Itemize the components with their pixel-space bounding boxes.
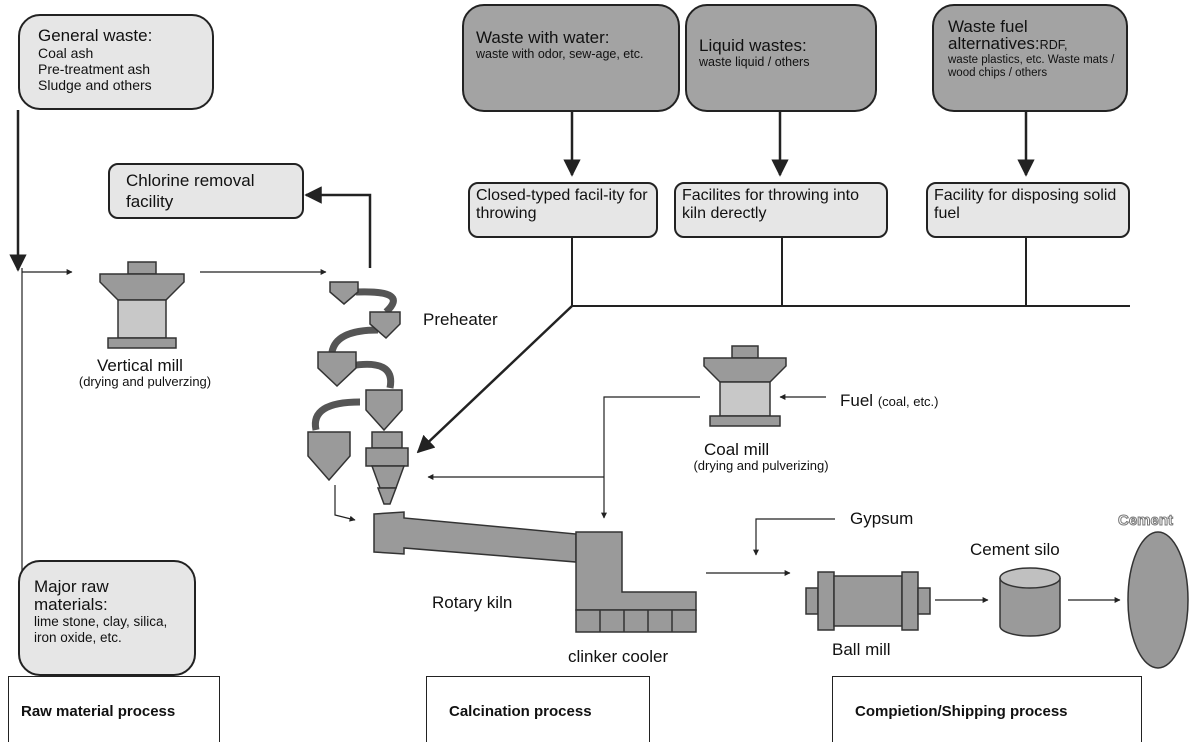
major-raw-materials-box: Major raw materials: lime stone, clay, s… [18,560,196,676]
coal-mill-graphic [703,345,787,427]
general-waste-item: Pre-treatment ash [38,61,151,77]
waste-fuel-title-suffix: RDF, [1039,38,1068,52]
arrow-waste-to-kiln [416,305,573,454]
liquid-wastes-title: Liquid wastes: [699,36,807,55]
vertical-mill-graphic [99,261,185,349]
flow-connectors [9,110,1130,603]
waste-with-water-detail: waste with odor, sew-age, etc. [476,47,644,61]
raw-material-process-label: Raw material process [8,676,220,742]
fuel-label-text: Fuel [840,391,874,410]
chlorine-removal-facility: Chlorine removal facility [108,163,304,219]
general-waste-title: General waste: [38,26,153,45]
vertical-mill-label: Vertical mill [97,356,183,375]
coal-mill-sublabel: (drying and pulverizing) [693,458,829,473]
major-raw-items: lime stone, clay, silica, iron oxide, et… [34,614,168,645]
waste-fuel-box: Waste fuel alternatives:RDF, waste plast… [932,4,1128,112]
preheater-graphic [307,281,409,505]
ball-mill-label: Ball mill [832,640,891,659]
ball-mill-graphic [805,571,931,631]
connector-coal-mill-feed [601,396,700,519]
closed-typed-facility: Closed-typed facil-ity for throwing [468,182,658,238]
general-waste-box: General waste: Coal ash Pre-treatment as… [18,14,214,110]
major-raw-title-1: Major raw [34,577,109,596]
waste-fuel-title-2-text: alternatives: [948,34,1040,53]
solid-fuel-facility: Facility for disposing solid fuel [926,182,1130,238]
preheater-label: Preheater [423,310,498,329]
gypsum-label: Gypsum [850,509,914,528]
waste-fuel-title-1: Waste fuel [948,17,1028,36]
arrow-gypsum-in [753,518,835,556]
waste-fuel-title-2: alternatives:RDF, [948,35,1118,54]
vertical-mill-sublabel: (drying and pulverzing) [78,374,212,389]
waste-with-water-box: Waste with water: waste with odor, sew-a… [462,4,680,112]
cement-label: Cement [1117,512,1174,530]
clinker-cooler-label: clinker cooler [568,647,669,666]
cement-silo-graphic [999,567,1061,637]
major-raw-title-2: materials: [34,595,108,614]
rotary-kiln-graphic [373,511,577,563]
fuel-label-sub: (coal, etc.) [877,394,939,409]
general-waste-item: Sludge and others [38,77,152,93]
general-waste-item: Coal ash [38,45,94,61]
waste-with-water-title: Waste with water: [476,28,610,47]
coal-mill-label: Coal mill [704,440,770,459]
liquid-wastes-detail: waste liquid / others [699,55,810,69]
clinker-cooler-graphic [575,531,697,633]
arrow-preheater-bypass [334,485,356,522]
cement-silo-label: Cement silo [970,540,1060,559]
kiln-direct-facility: Facilites for throwing into kiln derectl… [674,182,888,238]
waste-fuel-detail: waste plastics, etc. Waste mats / wood c… [948,54,1115,79]
fuel-label: Fuel (coal, etc.) [840,391,939,412]
liquid-wastes-box: Liquid wastes: waste liquid / others [685,4,877,112]
completion-shipping-process-label: Compietion/Shipping process [832,676,1142,742]
rotary-kiln-label: Rotary kiln [432,593,513,612]
cement-product-graphic [1127,531,1189,669]
connector-preheater-to-chlorine [304,186,372,268]
calcination-process-label: Calcination process [426,676,650,742]
